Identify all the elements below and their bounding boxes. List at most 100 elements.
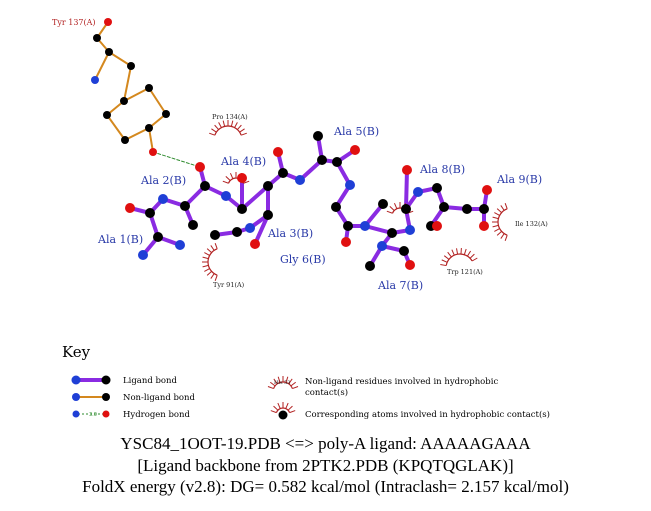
key-hbond-nitrogen [72,410,80,418]
key-corresponding-arc-shape [270,402,296,414]
key-hbond-oxygen [102,410,110,418]
ligand-bond [253,213,270,246]
nonligand-bond [108,51,132,67]
key-legend: Key Ligand bond Non-ligand bond 3.0 Hydr… [62,343,550,420]
oxygen-atom [149,148,157,156]
oxygen-atom [250,239,260,249]
nonligand-bond [94,51,110,81]
carbon-atom [278,168,288,178]
carbon-atom [317,155,327,165]
carbon-atom [103,111,111,119]
oxygen-atom [432,221,442,231]
key-title: Key [62,343,91,361]
atoms [91,18,492,271]
oxygen-atom [273,147,283,157]
nitrogen-atom [175,240,185,250]
residue-label-ala8: Ala 8(B) [419,163,465,176]
key-hbond-label: Hydrogen bond [123,410,191,420]
carbon-atom [343,221,353,231]
hydrophobic-label-tyr91: Tyr 91(A) [213,281,245,289]
hydrophobic-arc-ile132 [492,203,508,241]
residue-label-ala1: Ala 1(B) [97,233,143,246]
key-hydrophobic-arc [267,376,299,390]
nitrogen-atom [345,180,355,190]
carbon-atom [105,48,113,56]
nonligand-bond [106,114,126,141]
ligand-bond [240,184,270,211]
nitrogen-atom [295,175,305,185]
oxygen-atom [402,165,412,175]
nonligand-bond [124,127,150,141]
nonligand-bond [148,87,167,115]
residue-label-ala5: Ala 5(B) [333,125,379,138]
residue-label-ala4: Ala 4(B) [220,155,266,168]
key-corresponding-arc [270,402,296,414]
key-nonligand-bond-label: Non-ligand bond [123,393,195,403]
carbon-atom [210,230,220,240]
key-nonligand-carbon [102,393,110,401]
key-hydrophobic-residues-label: Non-ligand residues involved in hydropho… [305,377,498,387]
oxygen-atom [479,221,489,231]
key-nonligand-nitrogen [72,393,80,401]
residue-label-ala7: Ala 7(B) [377,279,423,292]
nitrogen-atom [405,225,415,235]
nitrogen-atom [91,76,99,84]
carbon-atom [120,97,128,105]
nitrogen-atom [245,223,255,233]
oxygen-atom [350,145,360,155]
oxygen-atom [195,162,205,172]
hydrogen-bond-line [152,151,201,168]
nonligand-bond [123,87,150,102]
key-hbond-distance: 3.0 [89,412,97,418]
carbon-atom [378,199,388,209]
carbon-atom [188,220,198,230]
hydrophobic-label-ile132: Ile 132(A) [515,220,548,228]
carbon-atom [332,157,342,167]
key-ligand-bond-label: Ligand bond [123,376,178,386]
residue-label-gly6: Gly 6(B) [280,253,326,266]
key-corresponding-atom [278,410,288,420]
carbon-atom [399,246,409,256]
nitrogen-atom [138,250,148,260]
carbon-atom [145,124,153,132]
residue-label-ala2: Ala 2(B) [140,174,186,187]
nonligand-bonds [94,21,167,153]
oxygen-atom [237,173,247,183]
carbon-atom [200,181,210,191]
nonligand-bond [123,65,132,102]
key-ligand-carbon [101,375,111,385]
oxygen-atom [482,185,492,195]
oxygen-atom [341,237,351,247]
key-ligand-nitrogen [71,375,81,385]
key-corresponding-atoms-label: Corresponding atoms involved in hydropho… [305,409,550,420]
residue-label-ala3: Ala 3(B) [267,227,313,240]
oxygen-atom [405,260,415,270]
ligand-bond [404,168,409,211]
carbon-atom [387,228,397,238]
hydrophobic-arcs [202,120,508,281]
hydrogen-bonds [152,151,201,168]
carbon-atom [479,204,489,214]
caption-line-3: FoldX energy (v2.8): DG= 0.582 kcal/mol … [82,477,569,496]
carbon-atom [121,136,129,144]
nitrogen-atom [360,221,370,231]
hbond-residue-label: Tyr 137(A) [52,18,96,27]
residue-label-ala9: Ala 9(B) [496,173,542,186]
carbon-atom [237,204,247,214]
hydrophobic-label-pro134: Pro 134(A) [212,113,248,121]
carbon-atom [180,201,190,211]
hydrophobic-arc-tyr91 [202,243,218,281]
caption-line-1: YSC84_1OOT-19.PDB <=> poly-A ligand: AAA… [120,434,531,453]
carbon-atom [153,232,163,242]
oxygen-atom [125,203,135,213]
carbon-atom [162,110,170,118]
carbon-atom [145,208,155,218]
carbon-atom [127,62,135,70]
carbon-atom [331,202,341,212]
nitrogen-atom [158,194,168,204]
carbon-atom [432,183,442,193]
nitrogen-atom [377,241,387,251]
carbon-atom [439,202,449,212]
hydrophobic-label-trp121: Trp 121(A) [447,268,483,276]
